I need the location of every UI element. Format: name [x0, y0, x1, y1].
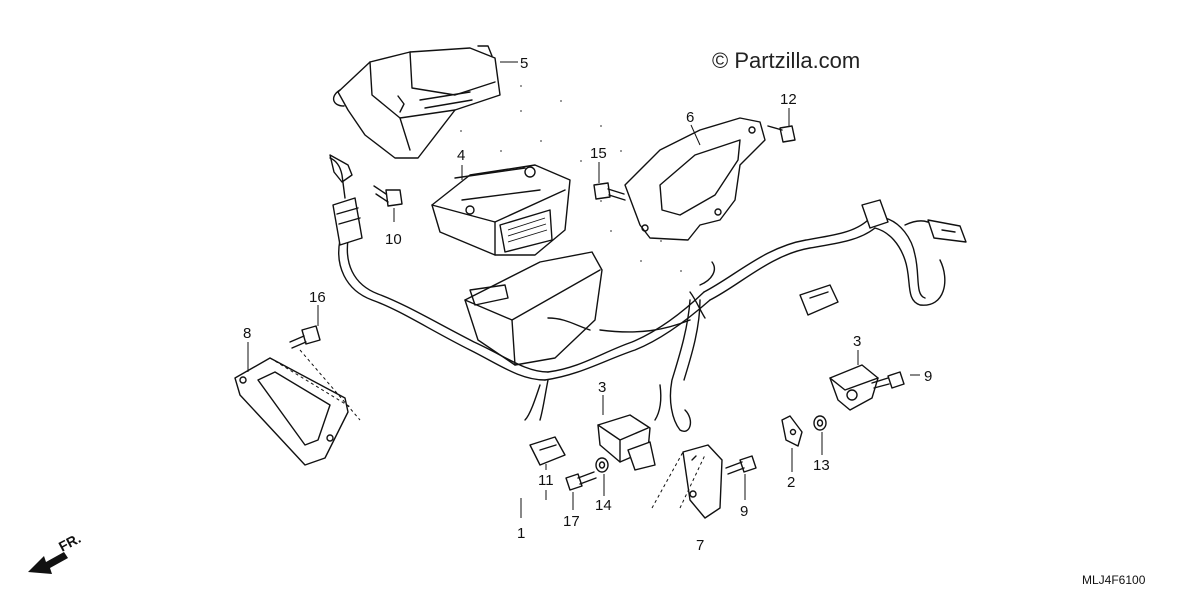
part-10-bolt	[373, 185, 403, 207]
front-label: FR.	[56, 530, 83, 555]
callout-3-right: 3	[853, 333, 861, 350]
callout-1: 1	[517, 525, 525, 542]
part-3-sensor-left	[597, 414, 656, 471]
right-connectors	[799, 199, 967, 316]
part-16-bolt	[289, 325, 321, 349]
callout-labels: 5 4 6 12 15 10 16 8 3 3 9 11 17 14 9 2 1…	[243, 55, 932, 554]
front-direction-indicator: FR.	[28, 530, 83, 574]
part-12-bolt	[767, 125, 796, 143]
part-13-washer	[813, 415, 827, 431]
callout-9-right: 9	[924, 368, 932, 385]
background-stipple	[460, 85, 682, 272]
central-ecu	[464, 251, 603, 366]
part-9-bolt-right	[871, 371, 905, 389]
part-8-plate	[234, 349, 361, 466]
part-5-box	[333, 45, 501, 159]
top-left-connector	[329, 154, 363, 246]
callout-3-left: 3	[598, 379, 606, 396]
part-7-bracket	[651, 444, 723, 519]
callout-17: 17	[563, 513, 580, 530]
part-9-bolt-lower	[725, 455, 757, 475]
callout-9-lower: 9	[740, 503, 748, 520]
callout-15: 15	[590, 145, 607, 162]
callout-8: 8	[243, 325, 251, 342]
part-3-sensor-right	[829, 364, 879, 411]
leader-lines	[247, 61, 920, 518]
part-15-bolt	[593, 182, 626, 201]
part-4-module	[431, 164, 571, 256]
callout-4: 4	[457, 147, 465, 164]
callout-10: 10	[385, 231, 402, 248]
part-2-bracket	[781, 415, 803, 447]
callout-7: 7	[696, 537, 704, 554]
part-6-bracket	[624, 117, 766, 241]
callout-5: 5	[520, 55, 528, 72]
wire-harness	[338, 217, 946, 432]
callout-12: 12	[780, 91, 797, 108]
part-11-connector	[529, 436, 566, 466]
part-14-washer	[595, 457, 609, 473]
callout-6: 6	[686, 109, 694, 126]
callout-14: 14	[595, 497, 612, 514]
callout-13: 13	[813, 457, 830, 474]
callout-16: 16	[309, 289, 326, 306]
part-17-bolt	[565, 471, 597, 491]
callout-2: 2	[787, 474, 795, 491]
diagram-code: MLJ4F6100	[1082, 573, 1146, 587]
callout-11: 11	[538, 472, 554, 489]
watermark-text: © Partzilla.com	[712, 48, 860, 73]
front-arrow-icon	[28, 552, 68, 574]
